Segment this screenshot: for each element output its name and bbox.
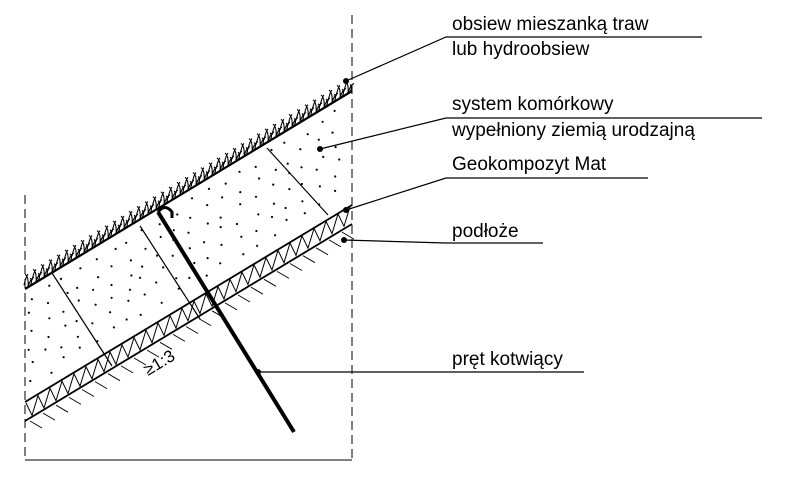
geocomposite-top-line — [24, 204, 353, 403]
leader-grass — [345, 36, 702, 82]
leader-dots — [255, 78, 349, 375]
anchor-bar — [156, 206, 296, 434]
leader-lines — [258, 36, 762, 373]
grass-tufts — [23, 79, 355, 288]
slope-ratio-label: ≥1:3 — [140, 346, 178, 379]
leader-geocomposite — [345, 177, 648, 211]
soil-fill-dots — [27, 109, 341, 383]
label-grass-line1: obsiew mieszanką traw — [452, 14, 649, 35]
label-cell-line1: system komórkowy — [452, 94, 614, 115]
geocomposite-bottom-line — [24, 223, 353, 422]
label-cell-line2: wypełniony ziemią urodzajną — [451, 120, 695, 141]
cell-walls — [51, 147, 329, 367]
leader-subsoil — [343, 239, 543, 244]
subsoil-hatching — [29, 231, 355, 429]
label-grass-line2: lub hydroobsiew — [452, 39, 590, 60]
label-anchor: pręt kotwiący — [452, 349, 563, 370]
leader-cell — [319, 117, 762, 150]
label-geocomposite: Geokompozyt Mat — [452, 154, 607, 175]
geocomposite-zigzag — [25, 206, 351, 417]
label-subsoil: podłoże — [452, 221, 519, 242]
